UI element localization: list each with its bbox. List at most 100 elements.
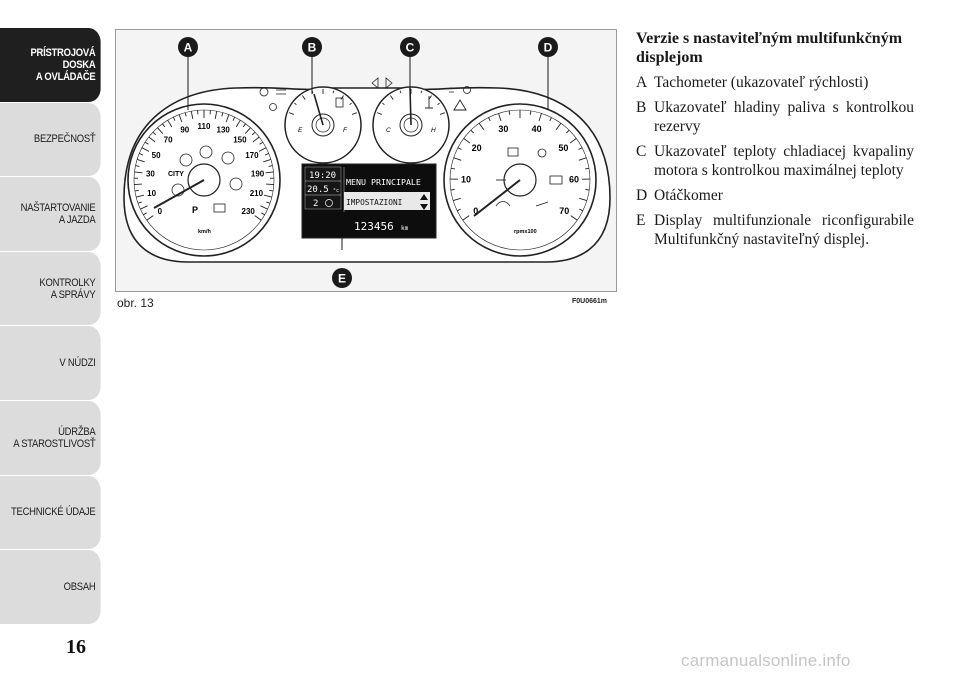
tab-label-line: DOSKA — [62, 58, 96, 71]
temp-cold-label: C — [386, 127, 391, 134]
fuel-full-label: F — [343, 127, 348, 134]
display-time: 19:20 — [309, 171, 336, 181]
speedometer-tick — [244, 127, 251, 134]
tab-label-line: TECHNICKÉ ÚDAJE — [11, 506, 96, 519]
speedometer-tick — [265, 171, 274, 174]
seatbelt-icon — [537, 148, 547, 158]
tab-pristrojova-doska[interactable]: PRÍSTROJOVÁ DOSKA A OVLÁDAČE — [0, 28, 101, 103]
fuel-gauge-tick — [294, 102, 297, 105]
dial-numeral: 230 — [242, 207, 256, 216]
tab-obsah[interactable]: OBSAH — [0, 550, 101, 625]
callout-label: A — [184, 41, 193, 55]
tachometer-tick — [566, 129, 570, 134]
legend-letter: A — [636, 74, 648, 91]
tab-nastartovanie[interactable]: NAŠTARTOVANIE A JAZDA — [0, 177, 101, 252]
speedometer-tick — [259, 141, 264, 145]
tab-label-line: OBSAH — [63, 580, 96, 593]
thermometer-icon — [425, 96, 433, 109]
temperature-gauge-tick — [390, 95, 394, 100]
warning-light-icon — [171, 183, 185, 197]
callout-label: B — [308, 41, 317, 55]
door-open-icon — [213, 203, 226, 213]
low-beam-icon — [259, 87, 269, 97]
speedometer-tick — [225, 114, 230, 123]
tab-v-nudzi[interactable]: V NÚDZI — [0, 326, 101, 401]
temp-hot-label: H — [431, 127, 436, 134]
speedometer-tick — [263, 158, 272, 163]
speedometer-tick — [184, 112, 187, 117]
speedometer-ticks — [133, 110, 275, 221]
speedometer-tick — [221, 112, 224, 117]
callout-e: E — [332, 268, 352, 288]
callout-c: C — [400, 37, 420, 57]
speedometer-tick — [135, 165, 140, 167]
speedometer-tick — [252, 136, 260, 143]
tachometer-tick — [453, 157, 462, 161]
fuel-gauge: E F — [284, 86, 362, 164]
speedometer-tick — [141, 147, 150, 152]
dial-numeral: 0 — [473, 206, 478, 216]
tab-label-line: V NÚDZI — [59, 357, 96, 370]
callout-leaders — [187, 56, 549, 250]
fuel-gauge-ticks — [289, 89, 357, 115]
tab-technicke-udaje[interactable]: TECHNICKÉ ÚDAJE — [0, 475, 101, 551]
temperature-needle — [409, 87, 412, 126]
dial-numeral: 60 — [569, 175, 579, 185]
dial-numeral: 90 — [180, 125, 189, 134]
dial-numeral: 0 — [158, 207, 163, 216]
speedometer-tick — [152, 131, 157, 136]
dial-numeral: 20 — [472, 143, 482, 153]
position-light-icon — [269, 103, 277, 111]
warning-light-icon — [199, 145, 213, 159]
tab-bezpecnost[interactable]: BEZPEČNOSŤ — [0, 102, 101, 178]
tachometer-tick — [470, 129, 474, 134]
display-light-icon — [325, 199, 333, 207]
speedometer-tick — [178, 114, 183, 123]
tab-label-line: BEZPEČNOSŤ — [33, 133, 96, 146]
legend-item: C Ukazovateľ teploty chladiacej kvapalin… — [636, 142, 914, 180]
speedometer-tick — [269, 189, 274, 192]
dial-numeral: 50 — [558, 143, 568, 153]
temperature-gauge-tick — [420, 90, 423, 94]
speedometer-tick — [144, 141, 149, 145]
dial-numeral: 150 — [233, 136, 247, 145]
temperature-gauge-tick — [382, 102, 385, 105]
tachometer-tick — [450, 188, 455, 191]
callout-d: D — [538, 37, 558, 57]
tachometer-tick — [549, 117, 552, 122]
multifunction-display: 19:20 20.5 °c 2 MENU PRINCIPALE IMPOSTAZ… — [301, 163, 437, 239]
speedometer-tick — [232, 116, 236, 121]
tachometer-tick — [488, 117, 491, 122]
tab-udrzba[interactable]: ÚDRŽBA A STAROSTLIVOSŤ — [0, 400, 101, 476]
tab-label-line: A JAZDA — [58, 213, 96, 226]
callout-label: C — [406, 41, 415, 55]
speedometer-tick — [134, 189, 139, 192]
speedometer-tick — [242, 123, 246, 128]
legend-text: Display multifunzionale riconfigurabile … — [654, 212, 914, 248]
speedometer-tick — [251, 131, 256, 136]
tachometer-tick — [452, 197, 461, 202]
tab-label-line: A OVLÁDAČE — [35, 70, 96, 83]
tachometer-tick — [569, 138, 577, 144]
tachometer-tick — [463, 138, 471, 144]
engine-icon — [495, 201, 511, 207]
temperature-gauge-tick — [439, 112, 445, 115]
display-gear: 2 — [313, 199, 318, 209]
tab-kontrolky[interactable]: KONTROLKY A SPRÁVY — [0, 251, 101, 327]
tachometer-unit: rpmx100 — [514, 229, 537, 235]
callout-label: E — [338, 272, 346, 286]
speedometer-tick — [143, 212, 147, 216]
temperature-gauge-tick — [399, 90, 402, 94]
speedometer-tick — [172, 116, 176, 121]
warning-light-icon — [179, 153, 193, 167]
legend-text: Ukazovateľ hladiny paliva s kontrolkou r… — [654, 99, 914, 135]
fuel-gauge-tick — [289, 112, 295, 115]
turn-right-icon — [385, 77, 393, 89]
tachometer-tick — [555, 122, 562, 130]
general-warning-icon — [453, 99, 467, 111]
tab-label-line: PRÍSTROJOVÁ — [30, 46, 96, 59]
display-temp-unit: °c — [333, 188, 339, 194]
